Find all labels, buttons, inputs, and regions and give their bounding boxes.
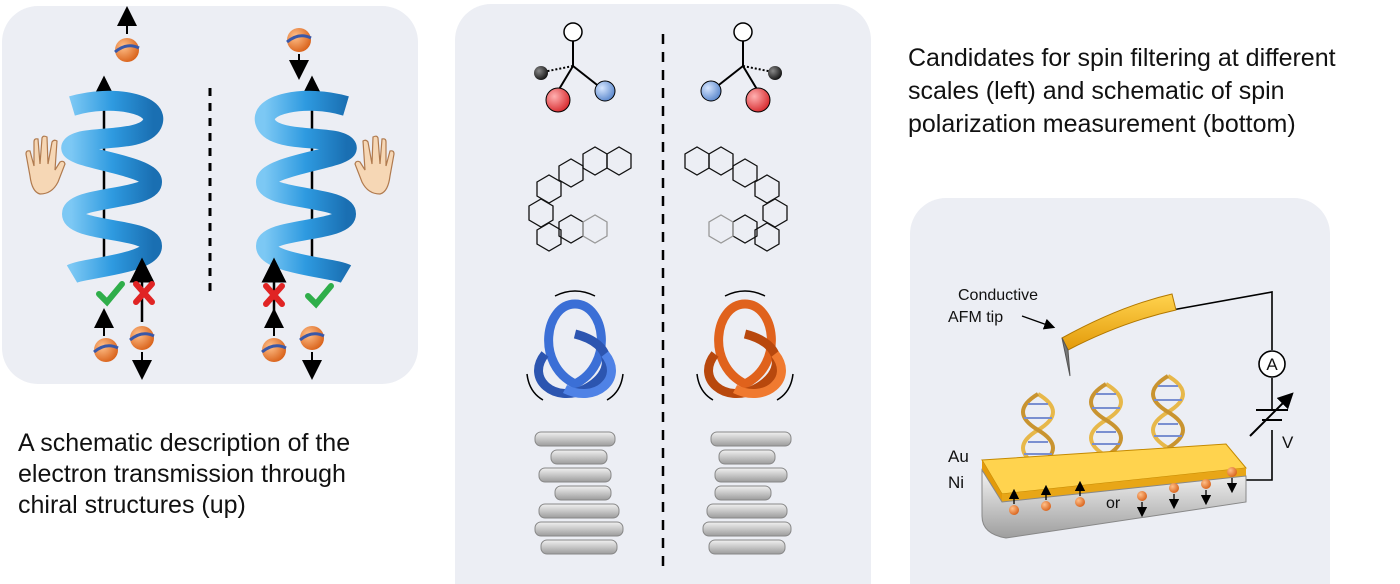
afm-tip xyxy=(1061,293,1177,377)
check-mark-icon xyxy=(305,283,334,309)
right-hand-icon xyxy=(354,135,395,195)
or-label: or xyxy=(1106,495,1121,512)
trefoil-knot-right xyxy=(696,290,794,401)
trefoil-knot-left xyxy=(526,290,624,401)
helicene-right xyxy=(684,146,788,252)
gold-layer-label: Au xyxy=(948,447,969,466)
cross-mark-icon xyxy=(263,283,285,307)
chiral-candidates-diagram xyxy=(455,4,871,584)
stacked-columns-right xyxy=(702,431,792,555)
stacked-columns-left xyxy=(534,431,624,555)
check-mark-icon xyxy=(96,281,125,307)
afm-tip-label-2: AFM tip xyxy=(948,309,1003,326)
svg-text:A: A xyxy=(1266,355,1278,374)
tetrahedral-molecule-left xyxy=(534,22,616,113)
dna-helix-2 xyxy=(1089,382,1123,458)
variable-voltage-source-icon xyxy=(1249,392,1294,437)
afm-measurement-diagram: A V Conductive AFM tip xyxy=(910,198,1330,584)
cross-mark-icon xyxy=(133,281,155,305)
spin-up-electrons xyxy=(1008,480,1086,515)
electron-spin-up-top xyxy=(114,6,140,62)
tetrahedral-molecule-right xyxy=(700,22,782,113)
nickel-layer-label: Ni xyxy=(948,473,964,492)
electron-spin-down-top xyxy=(286,28,312,80)
left-helix xyxy=(61,75,164,284)
right-helix xyxy=(254,75,357,284)
helix-transmission-panel xyxy=(2,6,418,384)
substrate xyxy=(981,443,1247,539)
chiral-candidates-panel xyxy=(455,4,871,584)
left-hand-icon xyxy=(25,135,66,195)
caption-electron-transmission: A schematic description of the electron … xyxy=(18,429,351,519)
electron-pair-left xyxy=(93,257,155,380)
afm-tip-label-1: Conductive xyxy=(958,287,1038,304)
helix-transmission-diagram xyxy=(2,6,418,384)
dna-helix-3 xyxy=(1151,374,1185,450)
caption-spin-filtering: Candidates for spin filtering at differe… xyxy=(908,44,1336,138)
voltage-label: V xyxy=(1282,433,1294,452)
helicene-left xyxy=(528,146,632,252)
ammeter-icon: A xyxy=(1258,350,1286,378)
afm-measurement-panel: A V Conductive AFM tip xyxy=(910,198,1330,584)
tip-pointer-arrow xyxy=(1021,315,1056,330)
spin-down-electrons xyxy=(1136,467,1238,518)
